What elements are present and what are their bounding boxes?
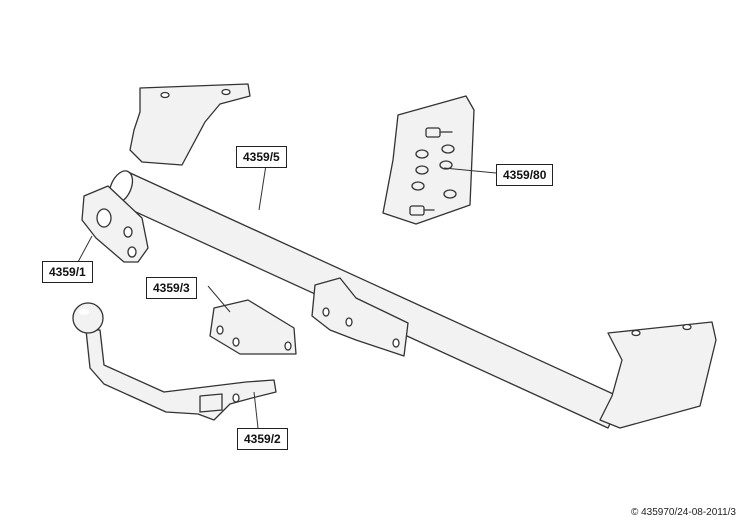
part-label-center-part: 4359/3 (146, 277, 197, 299)
side-bracket-left (81, 185, 149, 263)
leader-line-main-bar (258, 164, 267, 211)
right-mount-bracket (599, 321, 717, 429)
left-mount-bracket (129, 83, 251, 166)
leader-line-left-bracket (77, 235, 93, 263)
part-label-left-bracket: 4359/1 (42, 261, 93, 283)
center-mount-bracket (311, 277, 409, 357)
part-label-tow-ball: 4359/2 (237, 428, 288, 450)
copyright-notice: © 435970/24-08-2011/3 (630, 507, 736, 518)
part-label-main-bar: 4359/5 (236, 146, 287, 168)
leader-line-bolt-kit (443, 167, 497, 174)
part-label-bolt-kit: 4359/80 (496, 164, 554, 186)
bolt-kit-plate (382, 95, 475, 225)
tow-ball-assembly (72, 302, 277, 421)
leader-lines (77, 164, 497, 429)
center-part (209, 299, 297, 355)
leader-line-tow-ball (253, 391, 259, 429)
leader-line-center-part (207, 285, 231, 313)
